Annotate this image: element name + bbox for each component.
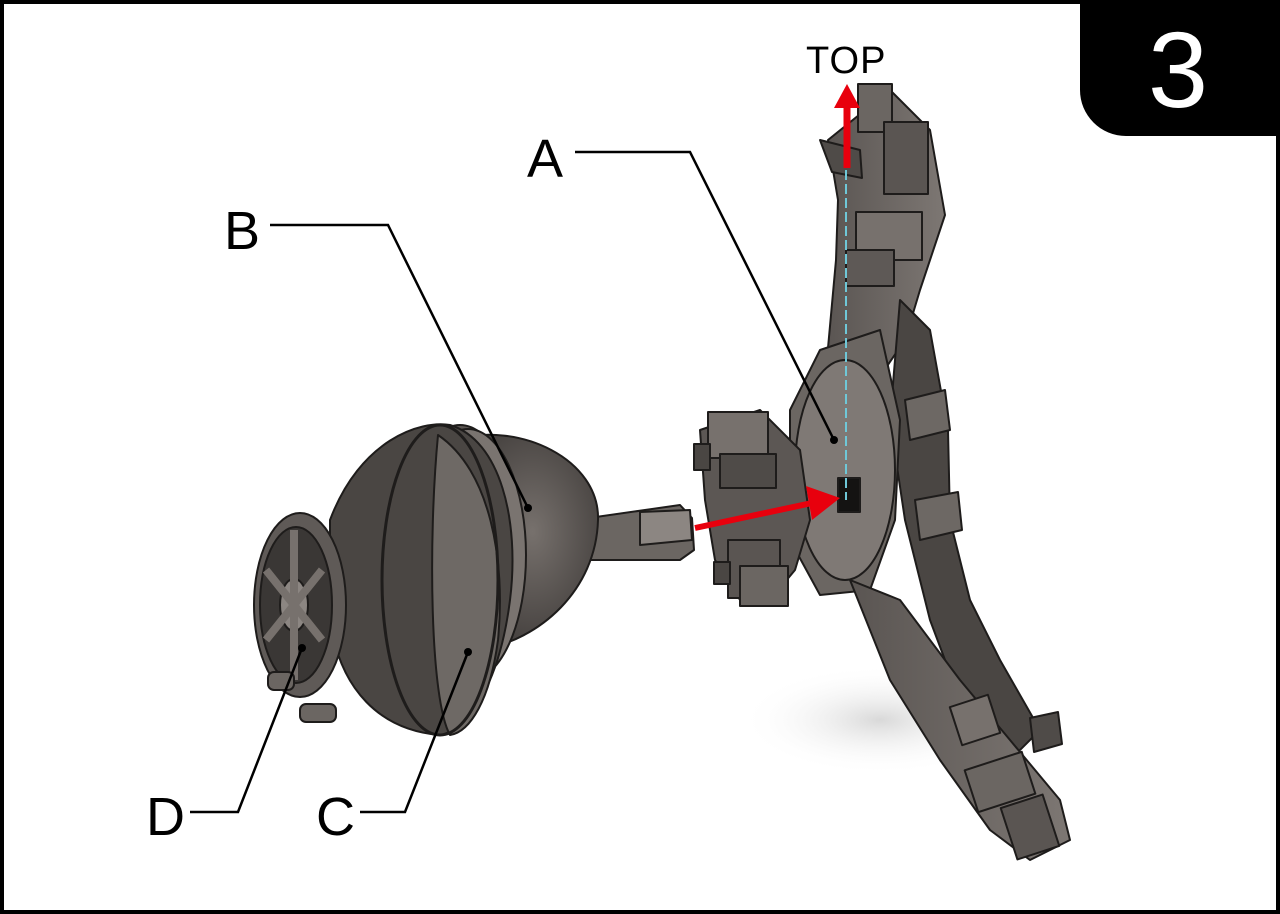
part-c-flange <box>380 423 500 737</box>
part-a-left-clip-2 <box>719 453 777 489</box>
part-d-wheel <box>253 512 347 723</box>
insert-arrow <box>694 486 840 531</box>
callout-a: A <box>527 129 564 189</box>
leader-b <box>270 223 530 509</box>
leader-dots <box>298 436 838 656</box>
part-a-side-notch-2 <box>914 491 963 541</box>
top-direction-label: TOP <box>806 40 887 82</box>
part-a-left-clip-1 <box>707 411 769 459</box>
callout-c: C <box>316 787 355 847</box>
part-c-face <box>431 434 501 736</box>
callout-d: D <box>146 787 185 847</box>
top-direction-arrow <box>834 84 860 168</box>
part-a-left-stub <box>693 443 711 471</box>
part-a-lower-clip-2 <box>999 793 1061 861</box>
leader-a <box>575 150 836 441</box>
leader-lines <box>190 150 836 814</box>
part-c-cup <box>329 423 514 737</box>
callout-b: B <box>224 201 261 261</box>
part-a-lower-block <box>948 693 1002 747</box>
step-number-badge: 3 <box>1080 4 1276 136</box>
leader-c <box>360 651 470 814</box>
part-a-square-socket <box>837 477 861 513</box>
part-b-shaft-key <box>639 509 693 546</box>
part-a-bracket <box>693 83 1071 861</box>
part-a-lower-clip-1 <box>963 750 1037 814</box>
part-a-side-notch-1 <box>904 389 951 441</box>
leader-d <box>190 647 304 814</box>
part-a-upper-clip-2 <box>883 121 929 195</box>
part-a-left-stub-2 <box>713 561 731 585</box>
part-a-left-clip-4 <box>739 565 789 607</box>
part-a-lower-tab <box>1029 711 1063 753</box>
part-d-bolt <box>299 703 337 723</box>
part-d-spoke <box>262 567 326 643</box>
part-a-upper-block-2 <box>845 249 895 287</box>
